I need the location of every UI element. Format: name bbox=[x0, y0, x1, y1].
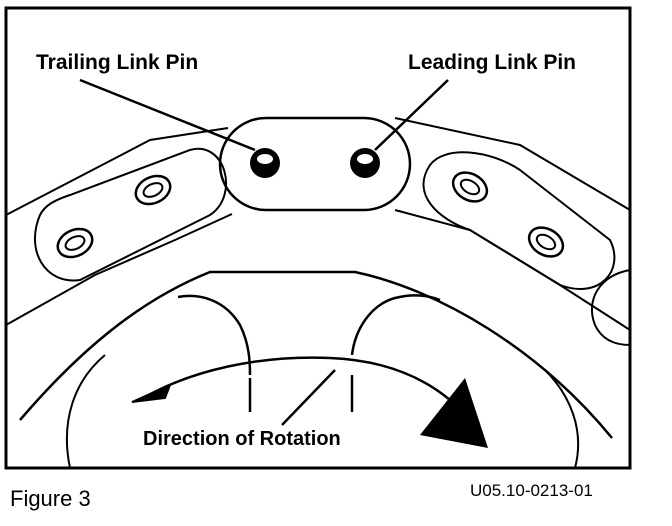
sprocket-rim-left bbox=[19, 270, 613, 439]
chain-side-plate-left bbox=[5, 127, 229, 216]
chain-link-right bbox=[422, 151, 616, 290]
chain-lower-edge-right bbox=[394, 209, 631, 331]
trailing-pin-label: Trailing Link Pin bbox=[36, 51, 198, 74]
chain-link-far-right bbox=[590, 269, 631, 346]
chain-side-plate-right bbox=[394, 117, 631, 211]
rotation-arrow-arc bbox=[139, 356, 451, 402]
rotation-label: Direction of Rotation bbox=[143, 428, 341, 450]
trailing-link-pin bbox=[250, 148, 280, 178]
chain-link-left bbox=[34, 147, 227, 282]
rotation-leader-line bbox=[281, 369, 336, 426]
sprocket-hub-outline-right bbox=[544, 369, 580, 469]
left-link-pins bbox=[56, 174, 172, 259]
rotation-arrow-tail bbox=[131, 383, 172, 403]
figure-frame bbox=[4, 6, 632, 470]
sprocket-hub-outline bbox=[66, 354, 106, 469]
figure-caption: Figure 3 bbox=[10, 486, 91, 511]
figure-code: U05.10-0213-01 bbox=[470, 481, 593, 500]
leading-link-pin bbox=[350, 148, 380, 178]
chain-link-center bbox=[218, 116, 412, 212]
sprocket-tooth-right bbox=[350, 294, 441, 356]
chain-lower-edge-left bbox=[5, 213, 233, 326]
rotation-arrow-head bbox=[420, 378, 488, 448]
leading-pin-label: Leading Link Pin bbox=[408, 51, 576, 74]
leading-pin-leader-line bbox=[374, 79, 449, 151]
trailing-pin-leader-line bbox=[79, 78, 256, 152]
right-link-pins bbox=[451, 171, 565, 258]
